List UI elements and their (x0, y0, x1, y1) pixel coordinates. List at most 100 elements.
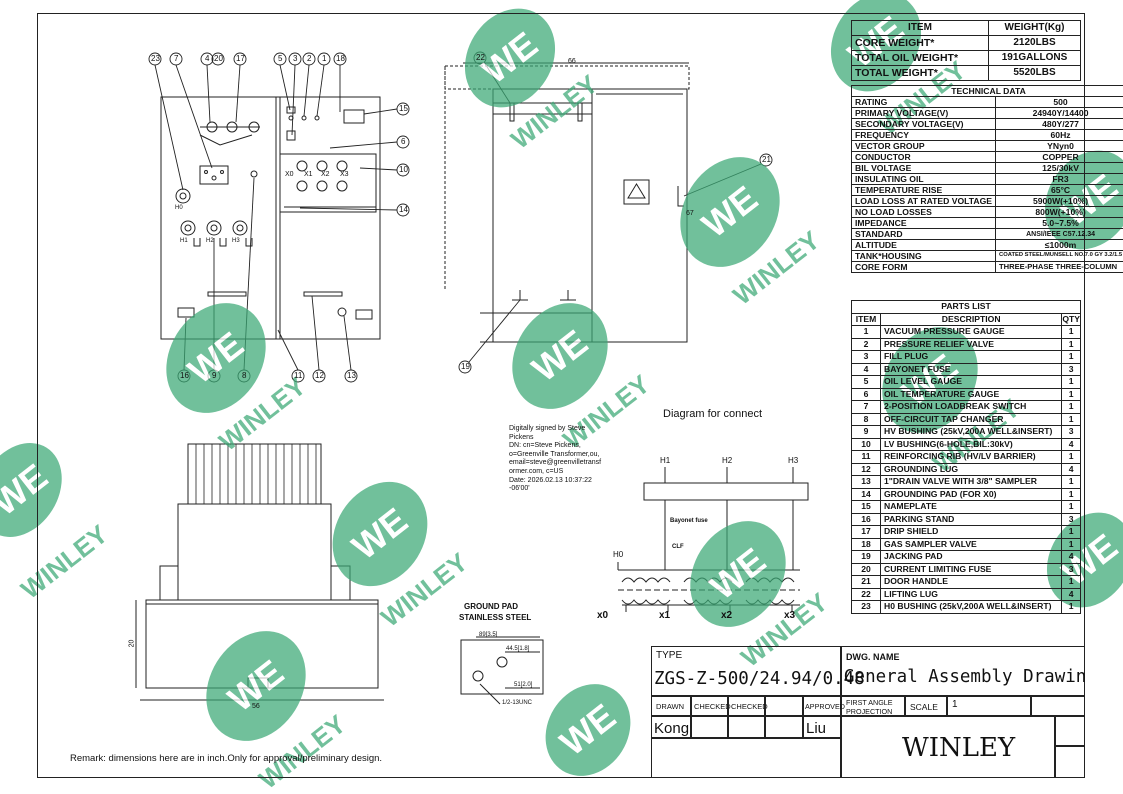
part-qty: 1 (1061, 350, 1081, 364)
part-item: 8 (851, 412, 881, 426)
empty-cell (728, 716, 765, 738)
weight-label: CORE WEIGHT* (851, 35, 989, 51)
part-qty: 1 (1061, 575, 1081, 589)
dim-height: 20 (128, 639, 136, 648)
part-item: 12 (851, 462, 881, 476)
tech-value: ≤1000m (995, 239, 1123, 251)
empty-cell (1055, 716, 1085, 746)
callout-15: 15 (399, 104, 408, 113)
ground-pad-drawing (460, 636, 544, 705)
tech-value: YNyn0 (995, 140, 1123, 152)
type-label: TYPE (656, 650, 683, 661)
tech-value: FR3 (995, 173, 1123, 185)
part-qty: 1 (1061, 537, 1081, 551)
scale-value-cell: 1 (947, 696, 1031, 716)
type-cell: TYPE ZGS-Z-500/24.94/0.48 (651, 646, 865, 696)
callout-5: 5 (278, 54, 283, 63)
part-qty: 3 (1061, 562, 1081, 576)
approved-value: Liu (806, 720, 827, 737)
ground-pad-subtitle: STAINLESS STEEL (459, 613, 532, 622)
dim-front-width: 56 (252, 703, 260, 710)
callout-8: 8 (242, 371, 247, 380)
tech-label: CORE FORM (850, 261, 997, 273)
callout-9: 9 (212, 371, 217, 380)
part-description: OIL TEMPERATURE GAUGE (879, 387, 1063, 401)
part-item: 17 (851, 525, 881, 539)
ground-pad-title: GROUND PAD (464, 602, 519, 611)
checked-label-cell: CHECKED (691, 696, 731, 716)
ground-pad-thread: 1/2-13UNC (502, 700, 533, 706)
part-description: LIFTING LUG (879, 587, 1063, 601)
weight-table: ITEM WEIGHT(Kg) CORE WEIGHT* 2120LBS TOT… (851, 20, 1081, 81)
front-view (160, 96, 381, 340)
callout-13: 13 (347, 371, 356, 380)
part-qty: 1 (1061, 412, 1081, 426)
part-item: 22 (851, 587, 881, 601)
part-qty: 1 (1061, 487, 1081, 501)
part-qty: 1 (1061, 400, 1081, 414)
tech-value: THREE-PHASE THREE-COLUMN (995, 261, 1123, 273)
weight-value: 2120LBS (988, 35, 1081, 51)
part-qty: 1 (1061, 375, 1081, 389)
ground-pad-dim-1: 89[3.5] (479, 632, 498, 638)
part-item: 23 (851, 600, 881, 614)
callout-2: 2 (307, 54, 312, 63)
drawn-label: DRAWN (656, 702, 685, 711)
part-qty: 4 (1061, 587, 1081, 601)
table-row: ITEM WEIGHT(Kg) (851, 20, 1081, 36)
schematic-x1: x1 (659, 610, 671, 621)
table-row: SECONDARY VOLTAGE(V)480Y/277 (850, 118, 1123, 130)
panel-label-x2: X2 (321, 171, 330, 178)
weight-header-item: ITEM (851, 20, 989, 36)
callout-14: 14 (399, 205, 408, 214)
part-description: NAMEPLATE (879, 500, 1063, 514)
drawing-border (37, 13, 1085, 778)
part-item: 9 (851, 425, 881, 439)
weight-value: 191GALLONS (988, 50, 1081, 66)
schematic-bayonet-label: Bayonet fuse (670, 518, 708, 524)
part-description: BAYONET FUSE (879, 362, 1063, 376)
part-item: 2 (851, 337, 881, 351)
part-item: 7 (851, 400, 881, 414)
tech-value: 500 (995, 96, 1123, 108)
callout-21: 21 (762, 155, 771, 164)
callout-7: 7 (174, 54, 179, 63)
scale-value: 1 (952, 699, 958, 710)
company-cell: WINLEY (841, 716, 1055, 778)
part-qty: 1 (1061, 337, 1081, 351)
part-item: 6 (851, 387, 881, 401)
panel-label-h1: H1 (180, 238, 188, 244)
panel-label-h0: H0 (175, 205, 183, 211)
empty-cell (1055, 746, 1085, 778)
signature-line: email=steve@greenvilletransf (509, 459, 602, 467)
part-description: LV BUSHING(6-HOLE,BIL:30kV) (879, 437, 1063, 451)
tech-label: FREQUENCY (850, 129, 997, 141)
panel-label-x3: X3 (340, 171, 349, 178)
approved-value-cell: Liu (803, 716, 841, 738)
weight-label: TOTAL OIL WEIGHT* (851, 50, 989, 66)
part-description: VACUUM PRESSURE GAUGE (879, 325, 1063, 339)
callout-6: 6 (401, 137, 406, 146)
table-row: PRIMARY VOLTAGE(V)24940Y/14400 (850, 107, 1123, 119)
dwg-name-value: General Assembly Drawin (844, 667, 1087, 687)
table-row: ALTITUDE≤1000m (850, 239, 1123, 251)
empty-cell (691, 716, 728, 738)
digital-signature: Digitally signed by Steve Pickens DN: cn… (509, 425, 601, 494)
diagram-title: Diagram for connect (663, 408, 763, 420)
drawn-value: Kong (654, 720, 690, 737)
tech-value: 800W(+10%) (995, 206, 1123, 218)
tech-label: SECONDARY VOLTAGE(V) (850, 118, 997, 130)
part-qty: 3 (1061, 362, 1081, 376)
ground-pad-dim-3: 51[2.0] (514, 682, 533, 688)
